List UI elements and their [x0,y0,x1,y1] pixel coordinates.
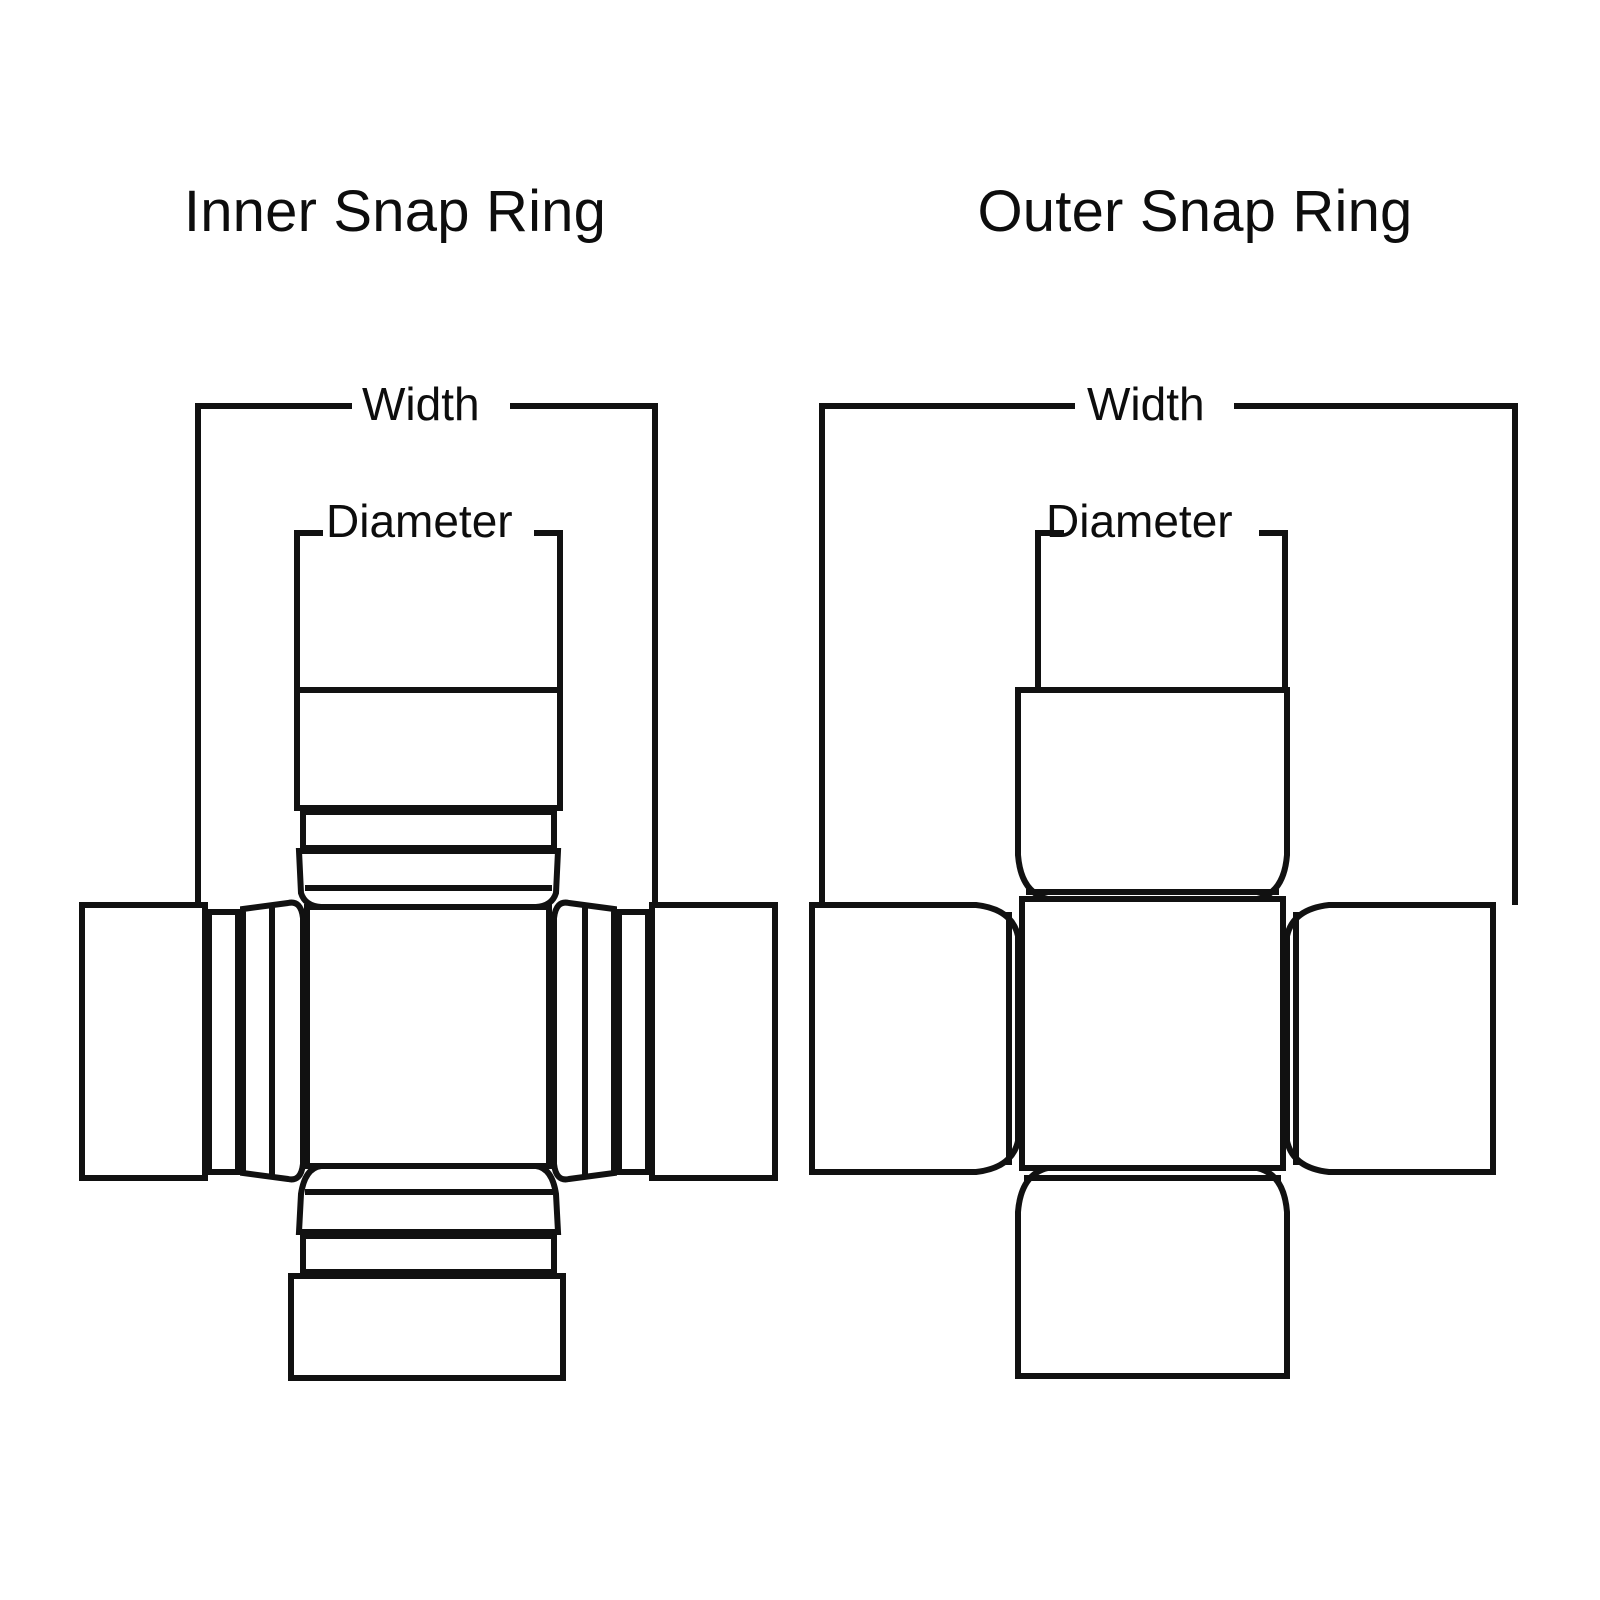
dim-label-width-outer: Width [1087,378,1205,430]
dim-label-diameter-inner: Diameter [326,495,513,547]
dim-label-diameter-outer: Diameter [1046,495,1233,547]
panel-outer-snap-ring: Outer Snap Ring [790,0,1600,1600]
panel-title-inner: Inner Snap Ring [183,179,607,244]
dim-label-width-inner: Width [362,378,480,430]
panel-inner-snap-ring: Inner Snap Ring [0,0,790,1600]
panel-title-outer: Outer Snap Ring [977,179,1413,244]
